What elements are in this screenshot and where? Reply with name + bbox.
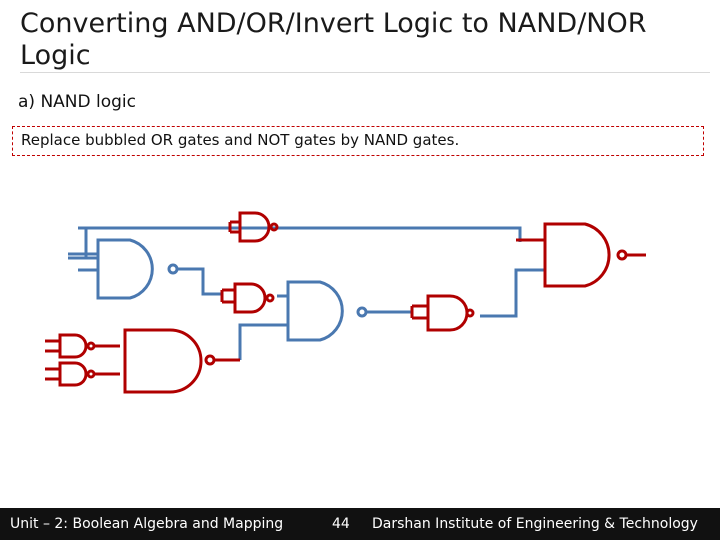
red-nand-final bbox=[543, 222, 611, 288]
footer-bar: Unit – 2: Boolean Algebra and Mapping 44… bbox=[0, 508, 720, 540]
red-wire-low bbox=[94, 344, 120, 376]
red-nand-mid bbox=[233, 282, 267, 314]
red-nand-right bbox=[426, 294, 469, 332]
red-nand-low2-bubble bbox=[86, 369, 96, 379]
blue-circuit bbox=[68, 226, 545, 360]
red-nand-mid-bubble bbox=[265, 293, 275, 303]
blue-and-gate-1 bbox=[96, 238, 154, 300]
rule-callout: Replace bubbled OR gates and NOT gates b… bbox=[12, 126, 704, 156]
red-nand-mid-in bbox=[220, 288, 235, 304]
wire-blue2-in2 bbox=[238, 323, 288, 360]
footer-page-number: 44 bbox=[332, 516, 350, 532]
wire-blue1-out bbox=[177, 267, 222, 296]
section-subtitle: a) NAND logic bbox=[18, 92, 136, 112]
red-nand-low1-in bbox=[45, 339, 60, 353]
red-nand-low1 bbox=[58, 333, 88, 359]
red-nand-final-bubble bbox=[616, 249, 628, 261]
red-nand-large-bubble bbox=[204, 354, 216, 366]
blue-gate-1-bubble bbox=[167, 263, 179, 275]
red-nand-right-bubble bbox=[465, 308, 475, 318]
red-circuit bbox=[45, 211, 646, 394]
red-nand-low2 bbox=[58, 361, 88, 387]
blue-and-gate-2 bbox=[286, 280, 344, 342]
footer-course: Unit – 2: Boolean Algebra and Mapping bbox=[10, 516, 284, 532]
blue-gate-2-bubble bbox=[356, 306, 368, 318]
rule-text: Replace bubbled OR gates and NOT gates b… bbox=[21, 131, 460, 149]
red-nand-low2-in bbox=[45, 367, 60, 381]
wire-to-final bbox=[480, 268, 545, 318]
red-nand-large bbox=[123, 328, 203, 394]
red-nand-top bbox=[238, 211, 271, 243]
footer-institute: Darshan Institute of Engineering & Techn… bbox=[372, 516, 698, 532]
red-nand-low1-bubble bbox=[86, 341, 96, 351]
slide-title: Converting AND/OR/Invert Logic to NAND/N… bbox=[20, 8, 647, 71]
red-nand-right-in bbox=[410, 304, 428, 320]
red-nand-top-bubble bbox=[269, 222, 279, 232]
red-nand-top-in bbox=[228, 220, 240, 234]
title-divider bbox=[20, 72, 710, 73]
wire-top bbox=[78, 226, 522, 242]
